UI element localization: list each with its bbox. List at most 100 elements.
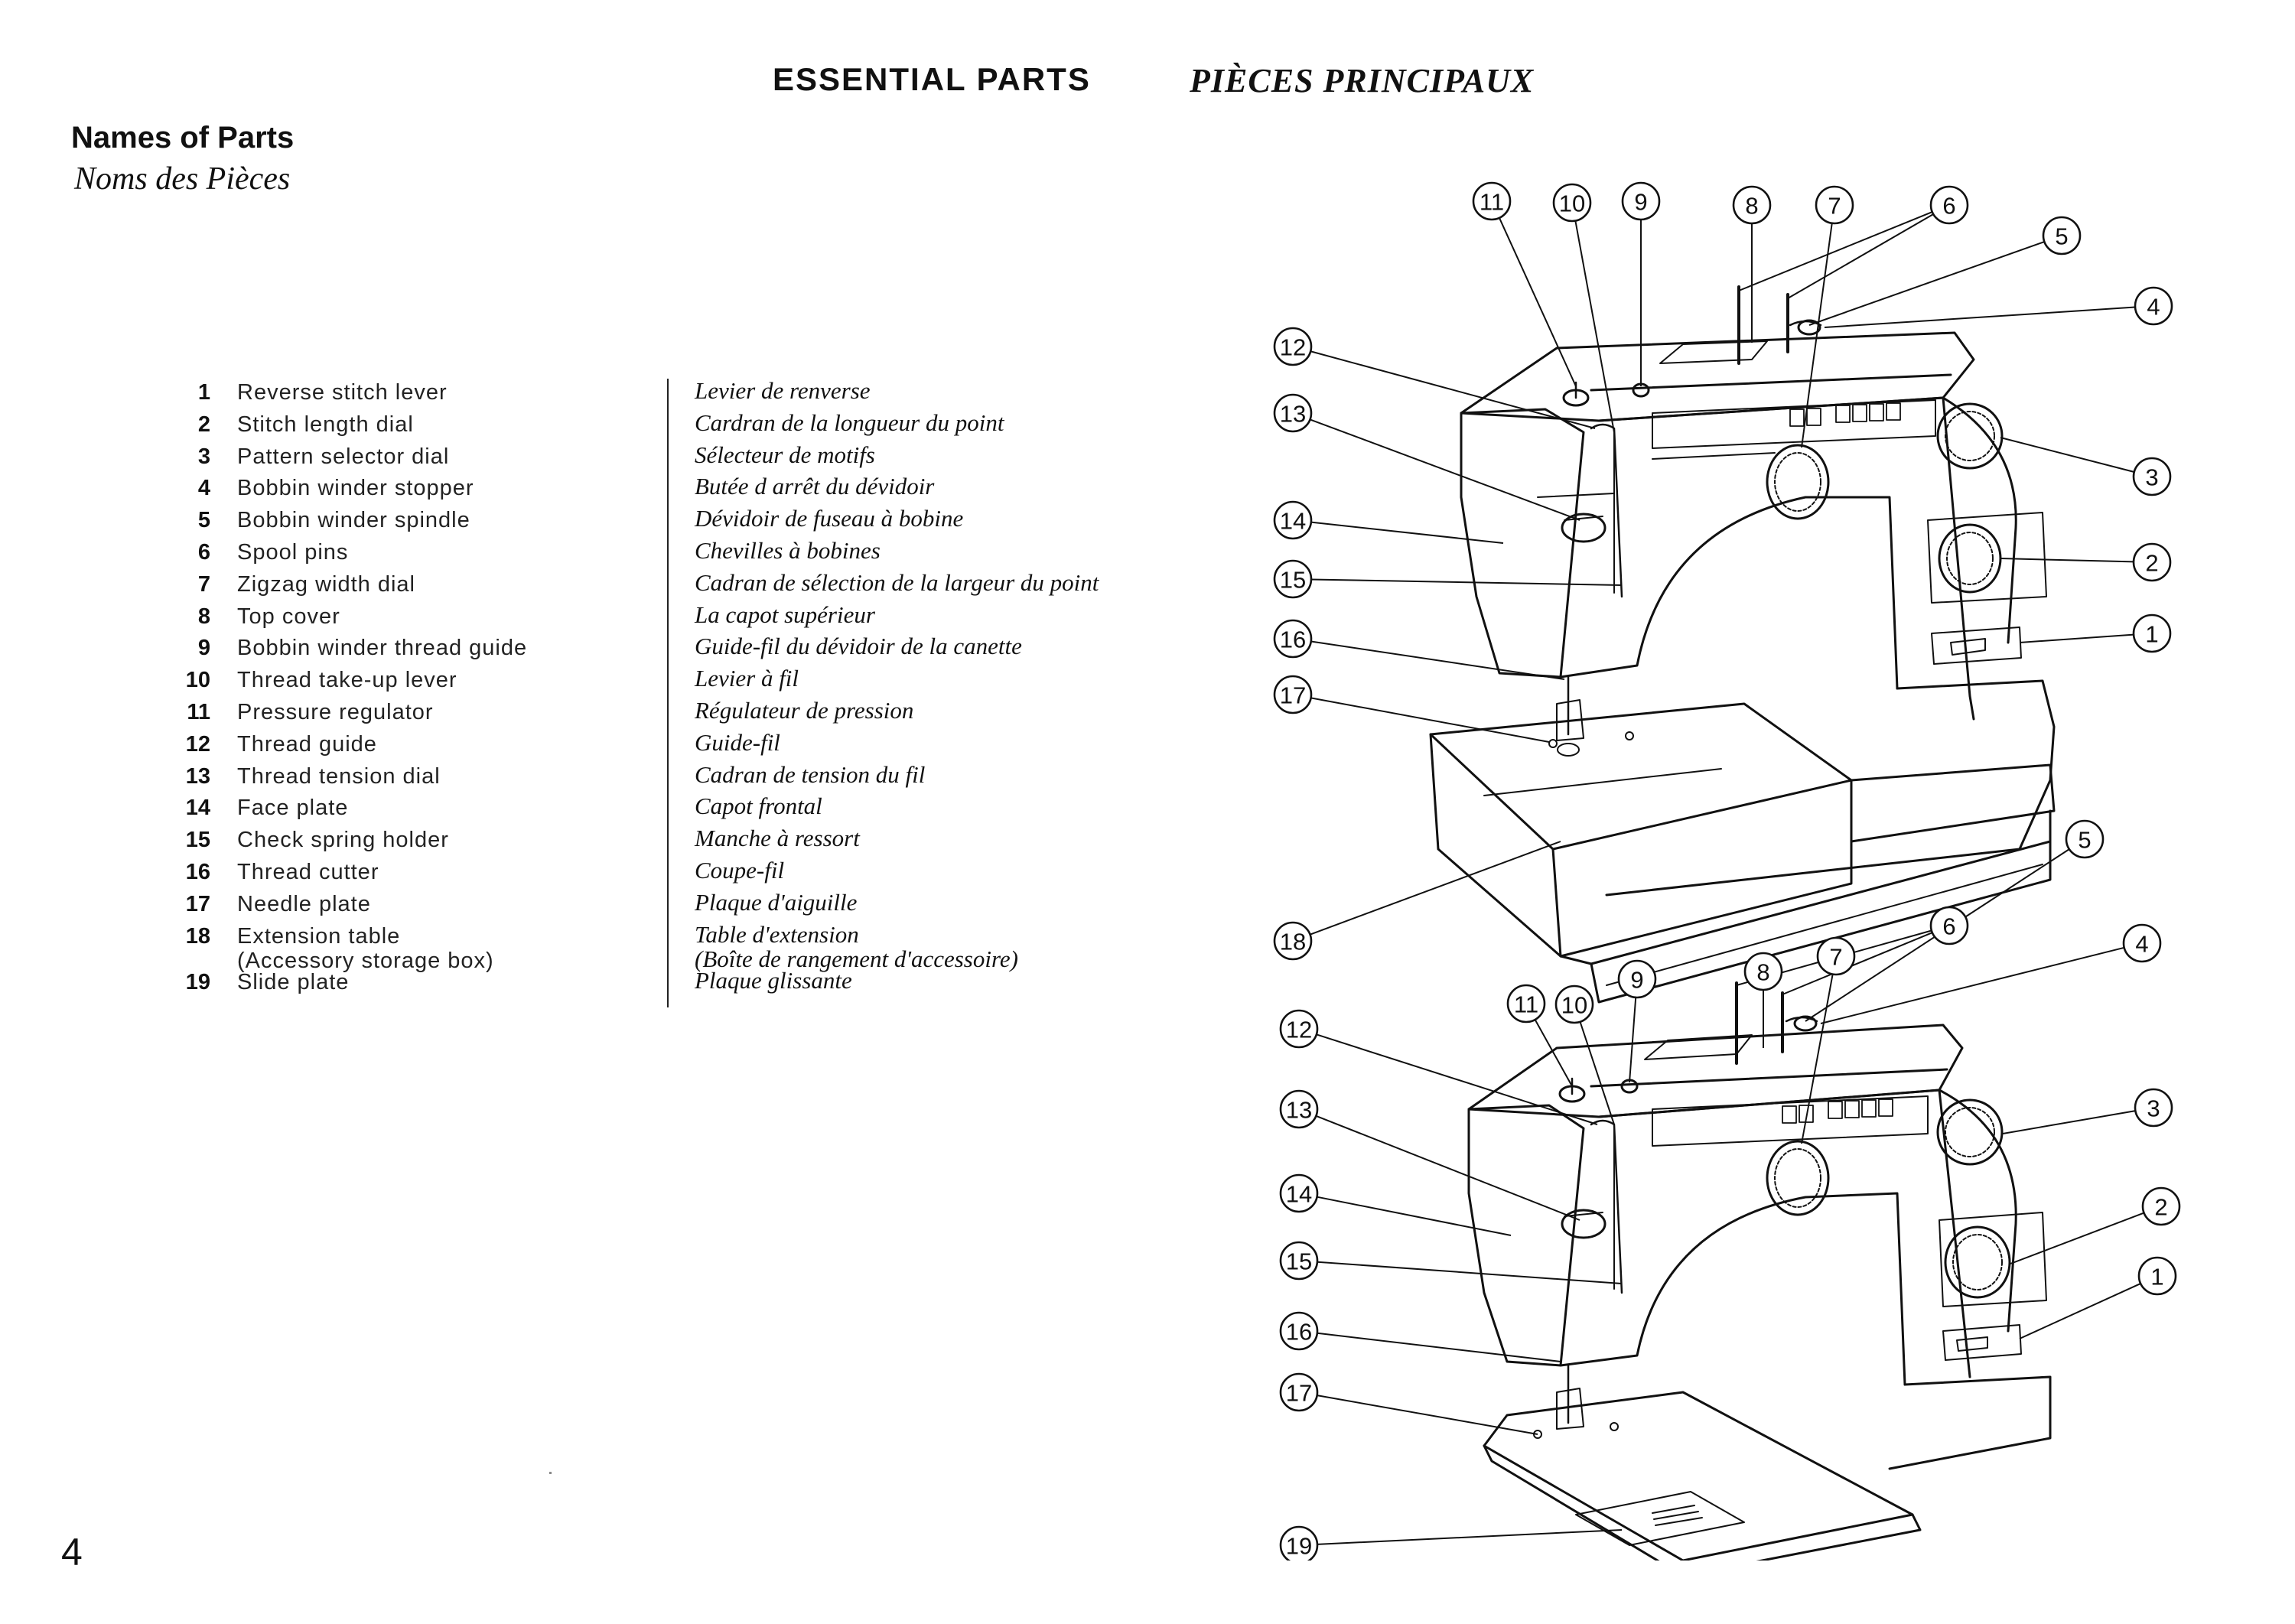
section-title-en: Names of Parts: [71, 121, 295, 155]
bottom-callout-label-17: 17: [1286, 1380, 1312, 1407]
top-callout-circle-10: [1552, 183, 1592, 223]
top-callout-label-16: 16: [1280, 626, 1306, 653]
bottom-callout-circle-9: [1617, 959, 1657, 999]
part-name-fr: Capot frontal: [695, 792, 822, 820]
part-name-fr: Guide-fil: [695, 728, 780, 756]
part-name-en: Bobbin winder stopper: [237, 476, 474, 501]
part-name-fr: Plaque glissante: [695, 967, 852, 994]
top-callout-label-12: 12: [1280, 334, 1306, 361]
part-name-en: Pressure regulator: [237, 700, 434, 724]
section-title-fr: Noms des Pièces: [74, 161, 291, 197]
bottom-leader-17: [1317, 1395, 1538, 1435]
top-leader-2: [2000, 558, 2134, 563]
top-callout-circle-8: [1732, 185, 1772, 225]
top-leader-5: [1808, 241, 2045, 326]
part-number: 16: [185, 860, 210, 884]
part-name-fr: Cardran de la longueur du point: [695, 408, 1004, 436]
bottom-callout-label-12: 12: [1286, 1017, 1312, 1043]
top-leader-15: [1310, 578, 1623, 586]
bottom-callout-circle-5: [2065, 819, 2105, 859]
bottom-callout-label-3: 3: [2147, 1095, 2160, 1122]
top-callout-circle-15: [1273, 559, 1313, 599]
part-number: 19: [185, 970, 210, 995]
top-callout-circle-5: [2042, 216, 2082, 255]
part-name-en: Reverse stitch lever: [237, 380, 448, 405]
part-name-en: Thread tension dial: [237, 763, 441, 789]
part-number: 5: [197, 508, 210, 533]
page-header-en: ESSENTIAL PARTS: [773, 61, 1091, 97]
top-leader-3: [2000, 437, 2135, 473]
part-name-fr: Cadran de tension du fil: [695, 760, 926, 788]
part-name-en: Extension table: [237, 923, 401, 949]
top-leader-7: [1801, 223, 1833, 448]
machine-top-illustration: [1429, 285, 2056, 1004]
part-name-en: Zigzag width dial: [237, 571, 415, 597]
part-name-en: Bobbin winder thread guide: [237, 636, 528, 661]
part-name-fr: Guide-fil du dévidoir de la canette: [695, 633, 1022, 660]
part-number: 18: [185, 923, 210, 949]
bottom-callout-circle-2: [2141, 1186, 2181, 1226]
part-number: 10: [185, 668, 210, 693]
part-name-en: Top cover: [237, 604, 340, 629]
top-leader-6: [1787, 213, 1934, 299]
part-name-en: Slide plate: [237, 970, 350, 995]
bottom-callout-circle-11: [1506, 984, 1546, 1024]
bottom-callout-label-10: 10: [1561, 992, 1587, 1019]
part-name-en: Check spring holder: [237, 828, 449, 853]
bottom-leader-15: [1317, 1261, 1623, 1284]
bottom-callout-circle-10: [1554, 984, 1594, 1024]
bottom-leader-1: [2019, 1283, 2141, 1339]
top-leader-14: [1310, 521, 1504, 544]
top-callout-circle-12: [1273, 327, 1313, 366]
bottom-callout-label-6: 6: [1942, 913, 1955, 940]
top-callout-circle-14: [1273, 500, 1313, 540]
part-name-fr: Manche à ressort: [695, 825, 860, 852]
top-callout-circle-1: [2132, 613, 2172, 653]
top-callout-circle-4: [2134, 286, 2173, 326]
part-name-fr: Régulateur de pression: [695, 697, 914, 724]
column-divider: [667, 379, 669, 1007]
part-name-fr: Levier à fil: [695, 665, 799, 692]
top-callout-label-17: 17: [1280, 682, 1306, 709]
top-callout-circle-18: [1273, 921, 1313, 961]
top-callout-label-1: 1: [2145, 621, 2158, 648]
part-name-en: Spool pins: [237, 540, 349, 565]
top-callout-label-8: 8: [1745, 193, 1758, 220]
part-number: 17: [185, 891, 210, 916]
bottom-callout-circle-12: [1279, 1009, 1319, 1049]
top-callout-label-14: 14: [1280, 508, 1306, 535]
bottom-callout-circle-14: [1279, 1173, 1319, 1213]
part-name-fr: Table d'extension: [695, 920, 859, 948]
part-number: 15: [185, 828, 210, 853]
page-number: 4: [61, 1531, 83, 1574]
top-callout-label-9: 9: [1634, 189, 1647, 216]
part-name-fr: Sélecteur de motifs: [695, 441, 875, 468]
top-callout-label-18: 18: [1280, 929, 1306, 955]
top-callout-label-13: 13: [1280, 401, 1306, 428]
bottom-callout-label-13: 13: [1286, 1097, 1312, 1124]
part-name-en: Thread cutter: [237, 860, 379, 884]
top-leader-18: [1310, 841, 1561, 936]
bottom-leader-14: [1317, 1196, 1512, 1236]
bottom-callout-label-14: 14: [1286, 1181, 1312, 1208]
bottom-callout-label-19: 19: [1286, 1533, 1312, 1560]
bottom-callout-label-16: 16: [1286, 1319, 1312, 1346]
part-name-fr: Coupe-fil: [695, 857, 785, 884]
part-name-fr: Dévidoir de fuseau à bobine: [695, 505, 964, 532]
part-name-fr: La capot supérieur: [695, 600, 875, 628]
top-callout-label-11: 11: [1480, 189, 1504, 216]
bottom-callout-label-5: 5: [2078, 827, 2091, 854]
top-callout-circle-11: [1472, 181, 1512, 221]
top-callout-label-5: 5: [2055, 223, 2068, 250]
top-callout-label-7: 7: [1828, 193, 1841, 220]
top-leader-4: [1824, 306, 2136, 328]
part-name-fr: Levier de renverse: [695, 377, 871, 404]
part-name-en: Pattern selector dial: [237, 444, 450, 469]
bottom-leader-13: [1315, 1115, 1580, 1221]
top-callout-label-10: 10: [1559, 190, 1585, 217]
top-callout-circle-7: [1815, 185, 1854, 225]
scan-speck: [549, 1472, 552, 1474]
top-leader-16: [1310, 640, 1565, 680]
